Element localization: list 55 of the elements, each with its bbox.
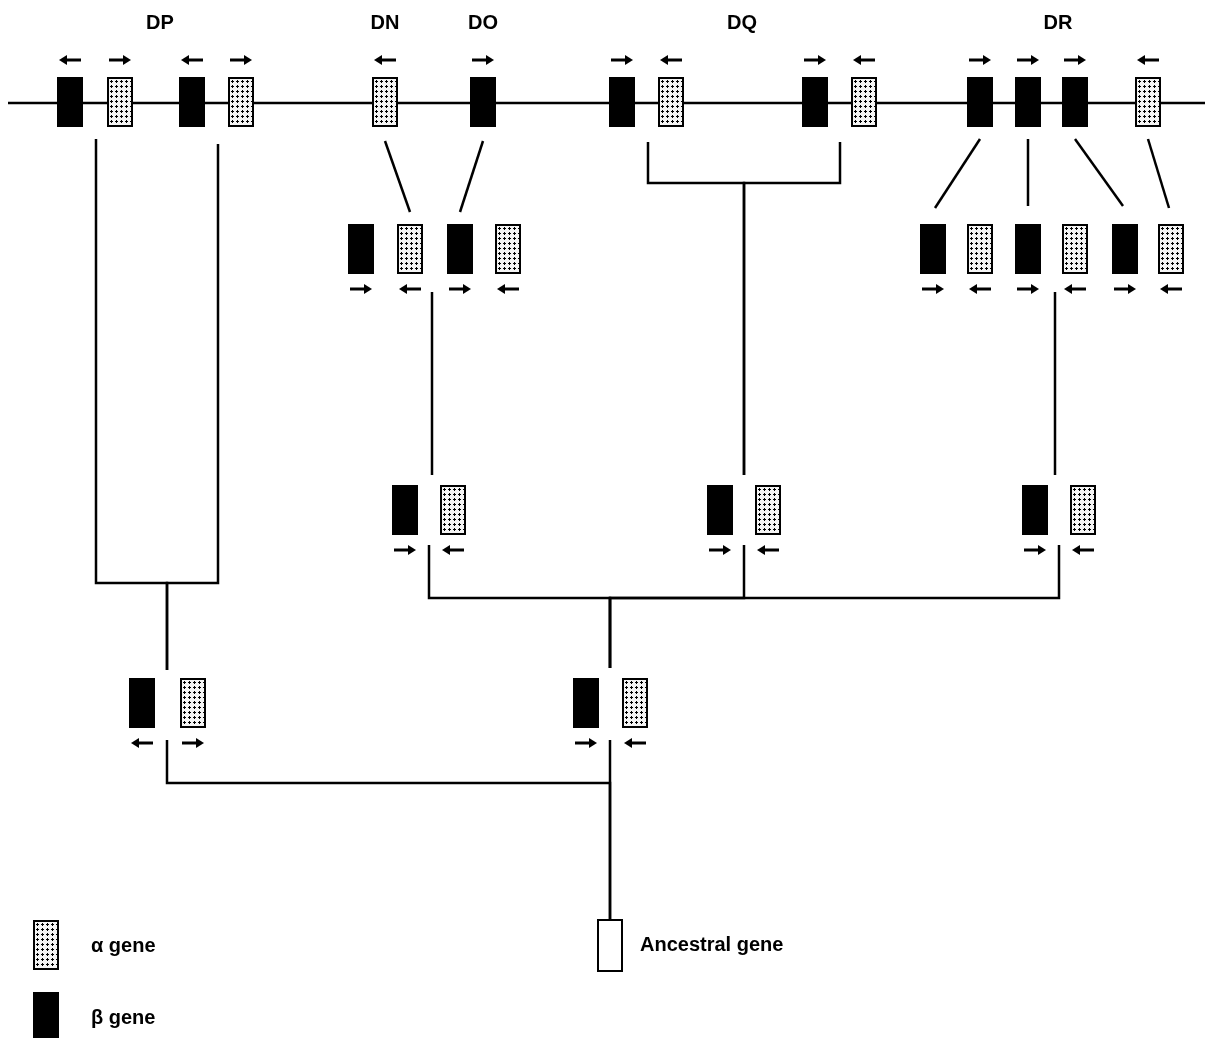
node-label: Ancestral gene (640, 934, 784, 954)
locus-label: DR (1043, 12, 1073, 32)
connector-line (165, 144, 220, 670)
beta-gene-box (967, 77, 993, 127)
locus-label: DP (146, 12, 174, 32)
beta-gene-box (1015, 77, 1041, 127)
alpha-gene-box (658, 77, 684, 127)
connector-line (608, 545, 1061, 668)
beta-gene-box (348, 224, 374, 274)
beta-gene-box (920, 224, 946, 274)
alpha-gene-box (372, 77, 398, 127)
connector-line (742, 142, 842, 475)
alpha-gene-box (180, 678, 206, 728)
legend-label: β gene (91, 1005, 156, 1030)
connector-line (1053, 292, 1057, 475)
alpha-gene-box (967, 224, 993, 274)
beta-gene-box (447, 224, 473, 274)
beta-gene-box (57, 77, 83, 127)
beta-gene-box (1112, 224, 1138, 274)
beta-gene-box (573, 678, 599, 728)
ancestral-gene-box (597, 919, 623, 972)
beta-gene-box (1062, 77, 1088, 127)
connector-line (1146, 138, 1171, 209)
alpha-gene-box (851, 77, 877, 127)
beta-gene-box (609, 77, 635, 127)
alpha-gene-box (397, 224, 423, 274)
connector-line (933, 138, 982, 209)
alpha-gene-box (107, 77, 133, 127)
alpha-gene-box (755, 485, 781, 535)
beta-gene-box (392, 485, 418, 535)
alpha-gene-box (1158, 224, 1184, 274)
beta-gene-box (470, 77, 496, 127)
locus-label: DO (468, 12, 498, 32)
beta-gene-box (129, 678, 155, 728)
alpha-gene-box (1062, 224, 1088, 274)
connector-line (608, 740, 612, 919)
beta-gene-box (179, 77, 205, 127)
beta-gene-box (707, 485, 733, 535)
alpha-gene-box (1135, 77, 1161, 127)
connector-line (1074, 138, 1124, 207)
connector-line (458, 140, 485, 213)
alpha-gene-box (440, 485, 466, 535)
locus-label: DN (370, 12, 400, 32)
beta-gene-box (802, 77, 828, 127)
connector-line (1026, 139, 1030, 206)
beta-gene-box (1015, 224, 1041, 274)
legend-label: α gene (91, 933, 156, 958)
alpha-gene-box (622, 678, 648, 728)
connector-line (430, 292, 434, 475)
connector-line (383, 140, 412, 213)
beta-gene-box (1022, 485, 1048, 535)
locus-label: DQ (727, 12, 757, 32)
alpha-gene-box (228, 77, 254, 127)
alpha-gene-box (495, 224, 521, 274)
alpha-gene-box (1070, 485, 1096, 535)
